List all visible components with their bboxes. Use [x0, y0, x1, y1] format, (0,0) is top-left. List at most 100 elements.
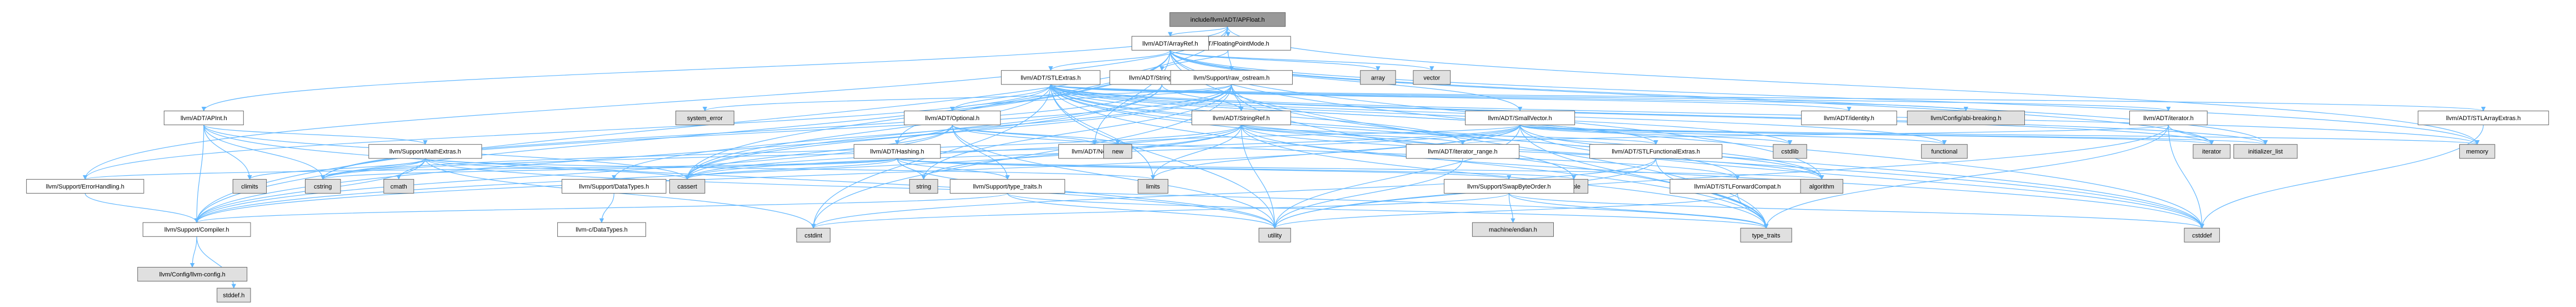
edge-smallvector-to-iterator [1519, 125, 2214, 145]
node-vector: vector [1413, 70, 1451, 85]
node-box [26, 179, 144, 194]
node-box [1001, 70, 1101, 85]
node-functional: functional [1921, 144, 1968, 159]
edge-typetraitsllvm-to-utility [1007, 193, 1277, 229]
node-box [562, 179, 667, 194]
node-box [1740, 227, 1792, 242]
node-mathextras[interactable]: llvm/Support/MathExtras.h [368, 144, 482, 159]
node-box [1444, 179, 1574, 194]
node-iteratorrange[interactable]: llvm/ADT/iterator_range.h [1405, 144, 1520, 159]
node-box [1170, 70, 1293, 85]
edge-smallvector-to-cstddef [1519, 125, 2204, 229]
node-box [383, 179, 414, 194]
node-label: llvm/ADT/Optional.h [925, 115, 979, 122]
node-ctypes[interactable]: llvm-c/DataTypes.h [557, 222, 646, 237]
node-label: llvm/ADT/identity.h [1824, 115, 1874, 122]
node-box [1800, 179, 1843, 194]
nodes-layer: include/llvm/ADT/APFloat.hllvm/ADT/Float… [26, 12, 2549, 303]
edge-stlfunctionalextras-to-cstdint [811, 158, 1657, 229]
edge-swapbyteorder-to-cstdint [811, 193, 1509, 229]
node-errorhandling[interactable]: llvm/Support/ErrorHandling.h [26, 179, 144, 194]
node-datatypes[interactable]: llvm/Support/DataTypes.h [562, 179, 667, 194]
node-smallvector[interactable]: llvm/ADT/SmallVector.h [1465, 110, 1575, 126]
edge-stlextras-to-errorhandling [83, 84, 1051, 180]
node-rawostream[interactable]: llvm/Support/raw_ostream.h [1170, 70, 1293, 85]
node-label: limits [1146, 184, 1161, 190]
node-label: llvm/Support/MathExtras.h [389, 148, 461, 155]
edge-smallvector-to-typetraits [1519, 125, 1769, 229]
edge-stlextras-to-cassert [684, 84, 1051, 180]
edge-mathextras-to-cmath [396, 158, 426, 180]
node-compiler[interactable]: llvm/Support/Compiler.h [142, 222, 251, 237]
node-label: include/llvm/ADT/APFloat.h [1191, 17, 1265, 23]
edge-stringref-to-compiler [194, 125, 1242, 224]
edge-arrayref-to-memory [1169, 50, 2480, 145]
node-label: llvm/ADT/STLExtras.h [1021, 75, 1081, 81]
node-box [137, 266, 248, 282]
node-typetraitsllvm[interactable]: llvm/Support/type_traits.h [949, 179, 1066, 194]
node-stlextras[interactable]: llvm/ADT/STLExtras.h [1001, 70, 1101, 85]
node-label: machine/endian.h [1489, 227, 1537, 234]
edge-iteratorh-to-utility [1272, 125, 2169, 229]
edge-apfloat-to-errorhandling [83, 26, 1228, 180]
edge-stringref-to-limits [1151, 125, 1242, 180]
node-box [368, 144, 482, 159]
node-stringref[interactable]: llvm/ADT/StringRef.h [1191, 110, 1291, 126]
edge-stringref-to-algorithm [1241, 125, 1824, 180]
node-box [1360, 70, 1396, 85]
node-label: llvm-c/DataTypes.h [576, 227, 628, 234]
node-label: cmath [391, 184, 407, 190]
node-label: system_error [687, 115, 723, 122]
node-label: llvm/ADT/APInt.h [181, 115, 227, 122]
node-box [304, 179, 341, 194]
node-swapbyteorder[interactable]: llvm/Support/SwapByteOrder.h [1444, 179, 1574, 194]
node-memory: memory [2459, 144, 2495, 159]
edge-mathextras-to-typetraits [424, 158, 1769, 229]
edge-apint-to-compiler [194, 125, 204, 224]
node-box [909, 179, 938, 194]
node-apfloat[interactable]: include/llvm/ADT/APFloat.h [1169, 12, 1286, 27]
node-climits: climits [232, 179, 267, 194]
node-identity[interactable]: llvm/ADT/identity.h [1801, 110, 1897, 126]
node-string: string [909, 179, 938, 194]
node-apint[interactable]: llvm/ADT/APInt.h [163, 110, 244, 126]
edge-arrayref-to-cstddef [1169, 50, 2204, 229]
edge-smallvector-to-utility [1272, 125, 1520, 229]
edge-smallvector-to-new [1116, 125, 1520, 145]
edge-stlextras-to-limits [1050, 84, 1156, 180]
node-label: llvm/Support/DataTypes.h [579, 184, 649, 190]
node-box [1465, 110, 1575, 126]
edge-optional-to-utility [952, 125, 1277, 229]
node-hashing[interactable]: llvm/ADT/Hashing.h [853, 144, 941, 159]
node-label: initializer_list [2248, 148, 2283, 155]
node-label: string [916, 184, 931, 190]
node-label: type_traits [1752, 232, 1780, 239]
node-stlarrayextras[interactable]: llvm/ADT/STLArrayExtras.h [2418, 110, 2549, 126]
edge-mathextras-to-climits [247, 158, 426, 180]
edge-stlextras-to-optional [950, 84, 1051, 112]
node-box [2418, 110, 2549, 126]
node-box [2459, 144, 2495, 159]
edge-hashing-to-algorithm [897, 158, 1824, 180]
node-box [142, 222, 251, 237]
node-arrayref[interactable]: llvm/ADT/ArrayRef.h [1131, 36, 1209, 51]
edge-smallvector-to-memory [1519, 125, 2479, 145]
edge-apfloat-to-memory [1227, 26, 2480, 145]
edge-compiler-to-configllvm [189, 236, 197, 268]
node-label: cstdint [804, 232, 822, 239]
node-label: llvm/ADT/STLForwardCompat.h [1694, 184, 1781, 190]
node-stlforwardcompat[interactable]: llvm/ADT/STLForwardCompat.h [1669, 179, 1805, 194]
node-box [1921, 144, 1968, 159]
node-optional[interactable]: llvm/ADT/Optional.h [904, 110, 1001, 126]
edge-apint-to-climits [203, 125, 252, 180]
node-box [1907, 110, 2025, 126]
edge-stlextras-to-stlarrayextras [1050, 84, 2485, 112]
edge-smallvector-to-cstdlib [1519, 125, 1793, 145]
edge-hashing-to-cassert [685, 158, 898, 180]
edge-smallvector-to-functional [1519, 125, 1947, 145]
node-iteratorh[interactable]: llvm/ADT/iterator.h [2129, 110, 2208, 126]
edge-smallvector-to-limits [1151, 125, 1520, 180]
node-configabi: llvm/Config/abi-breaking.h [1907, 110, 2025, 126]
node-stlfunctionalextras[interactable]: llvm/ADT/STLFunctionalExtras.h [1589, 144, 1723, 159]
edge-stringref-to-typetraits [1241, 125, 1769, 229]
